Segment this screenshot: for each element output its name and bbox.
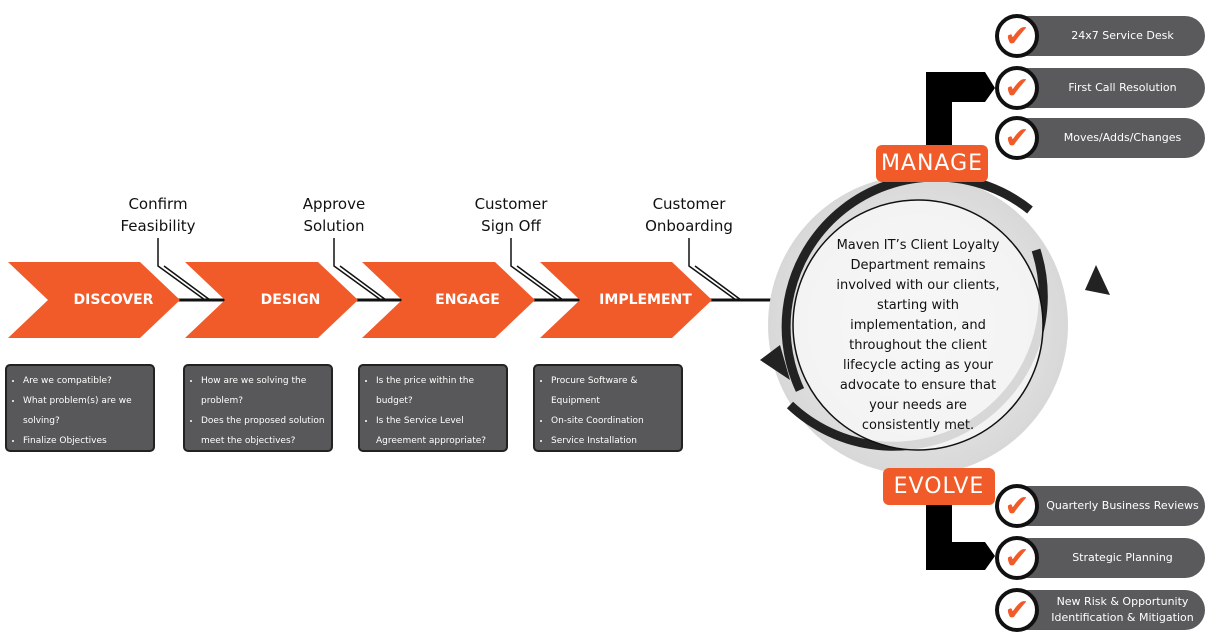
check-icon: ✔ bbox=[995, 66, 1039, 110]
cycle-ring-top bbox=[781, 172, 1033, 392]
engage-details: Is the price within the budget?Is the Se… bbox=[358, 364, 508, 452]
evolve-item: New Risk & Opportunity Identification & … bbox=[1010, 590, 1205, 630]
stage-discover: DISCOVER bbox=[73, 292, 154, 308]
manage-badge: MANAGE bbox=[876, 145, 988, 182]
chevron-implement bbox=[540, 262, 712, 338]
manage-bracket bbox=[926, 72, 995, 150]
milestone-stems bbox=[157, 238, 742, 301]
check-icon: ✔ bbox=[995, 14, 1039, 58]
evolve-item: Strategic Planning bbox=[1010, 538, 1205, 578]
stage-engage: ENGAGE bbox=[435, 292, 500, 308]
design-details: How are we solving the problem?Does the … bbox=[183, 364, 333, 452]
check-icon: ✔ bbox=[995, 116, 1039, 160]
evolve-bracket bbox=[926, 500, 995, 570]
check-icon: ✔ bbox=[995, 588, 1039, 632]
evolve-badge: EVOLVE bbox=[883, 468, 995, 505]
check-icon: ✔ bbox=[995, 484, 1039, 528]
chevron-discover bbox=[8, 262, 180, 338]
cycle-arrow-left-icon bbox=[760, 345, 790, 380]
discover-details: Are we compatible?What problem(s) are we… bbox=[5, 364, 155, 452]
stage-implement: IMPLEMENT bbox=[599, 292, 692, 308]
manage-item: 24x7 Service Desk bbox=[1010, 16, 1205, 56]
implement-details: Procure Software & EquipmentOn-site Coor… bbox=[533, 364, 683, 452]
cycle-description: Maven IT’s Client Loyalty Department rem… bbox=[836, 238, 1000, 433]
stage-design: DESIGN bbox=[260, 292, 321, 308]
manage-item: Moves/Adds/Changes bbox=[1010, 118, 1205, 158]
stage-chevrons bbox=[8, 262, 712, 338]
chevron-design bbox=[185, 262, 358, 338]
evolve-item: Quarterly Business Reviews bbox=[1010, 486, 1205, 526]
cycle-inner-circle bbox=[792, 199, 1044, 451]
cycle-arrow-right-icon bbox=[1085, 265, 1110, 295]
manage-item: First Call Resolution bbox=[1010, 68, 1205, 108]
chevron-engage bbox=[362, 262, 535, 338]
check-icon: ✔ bbox=[995, 536, 1039, 580]
